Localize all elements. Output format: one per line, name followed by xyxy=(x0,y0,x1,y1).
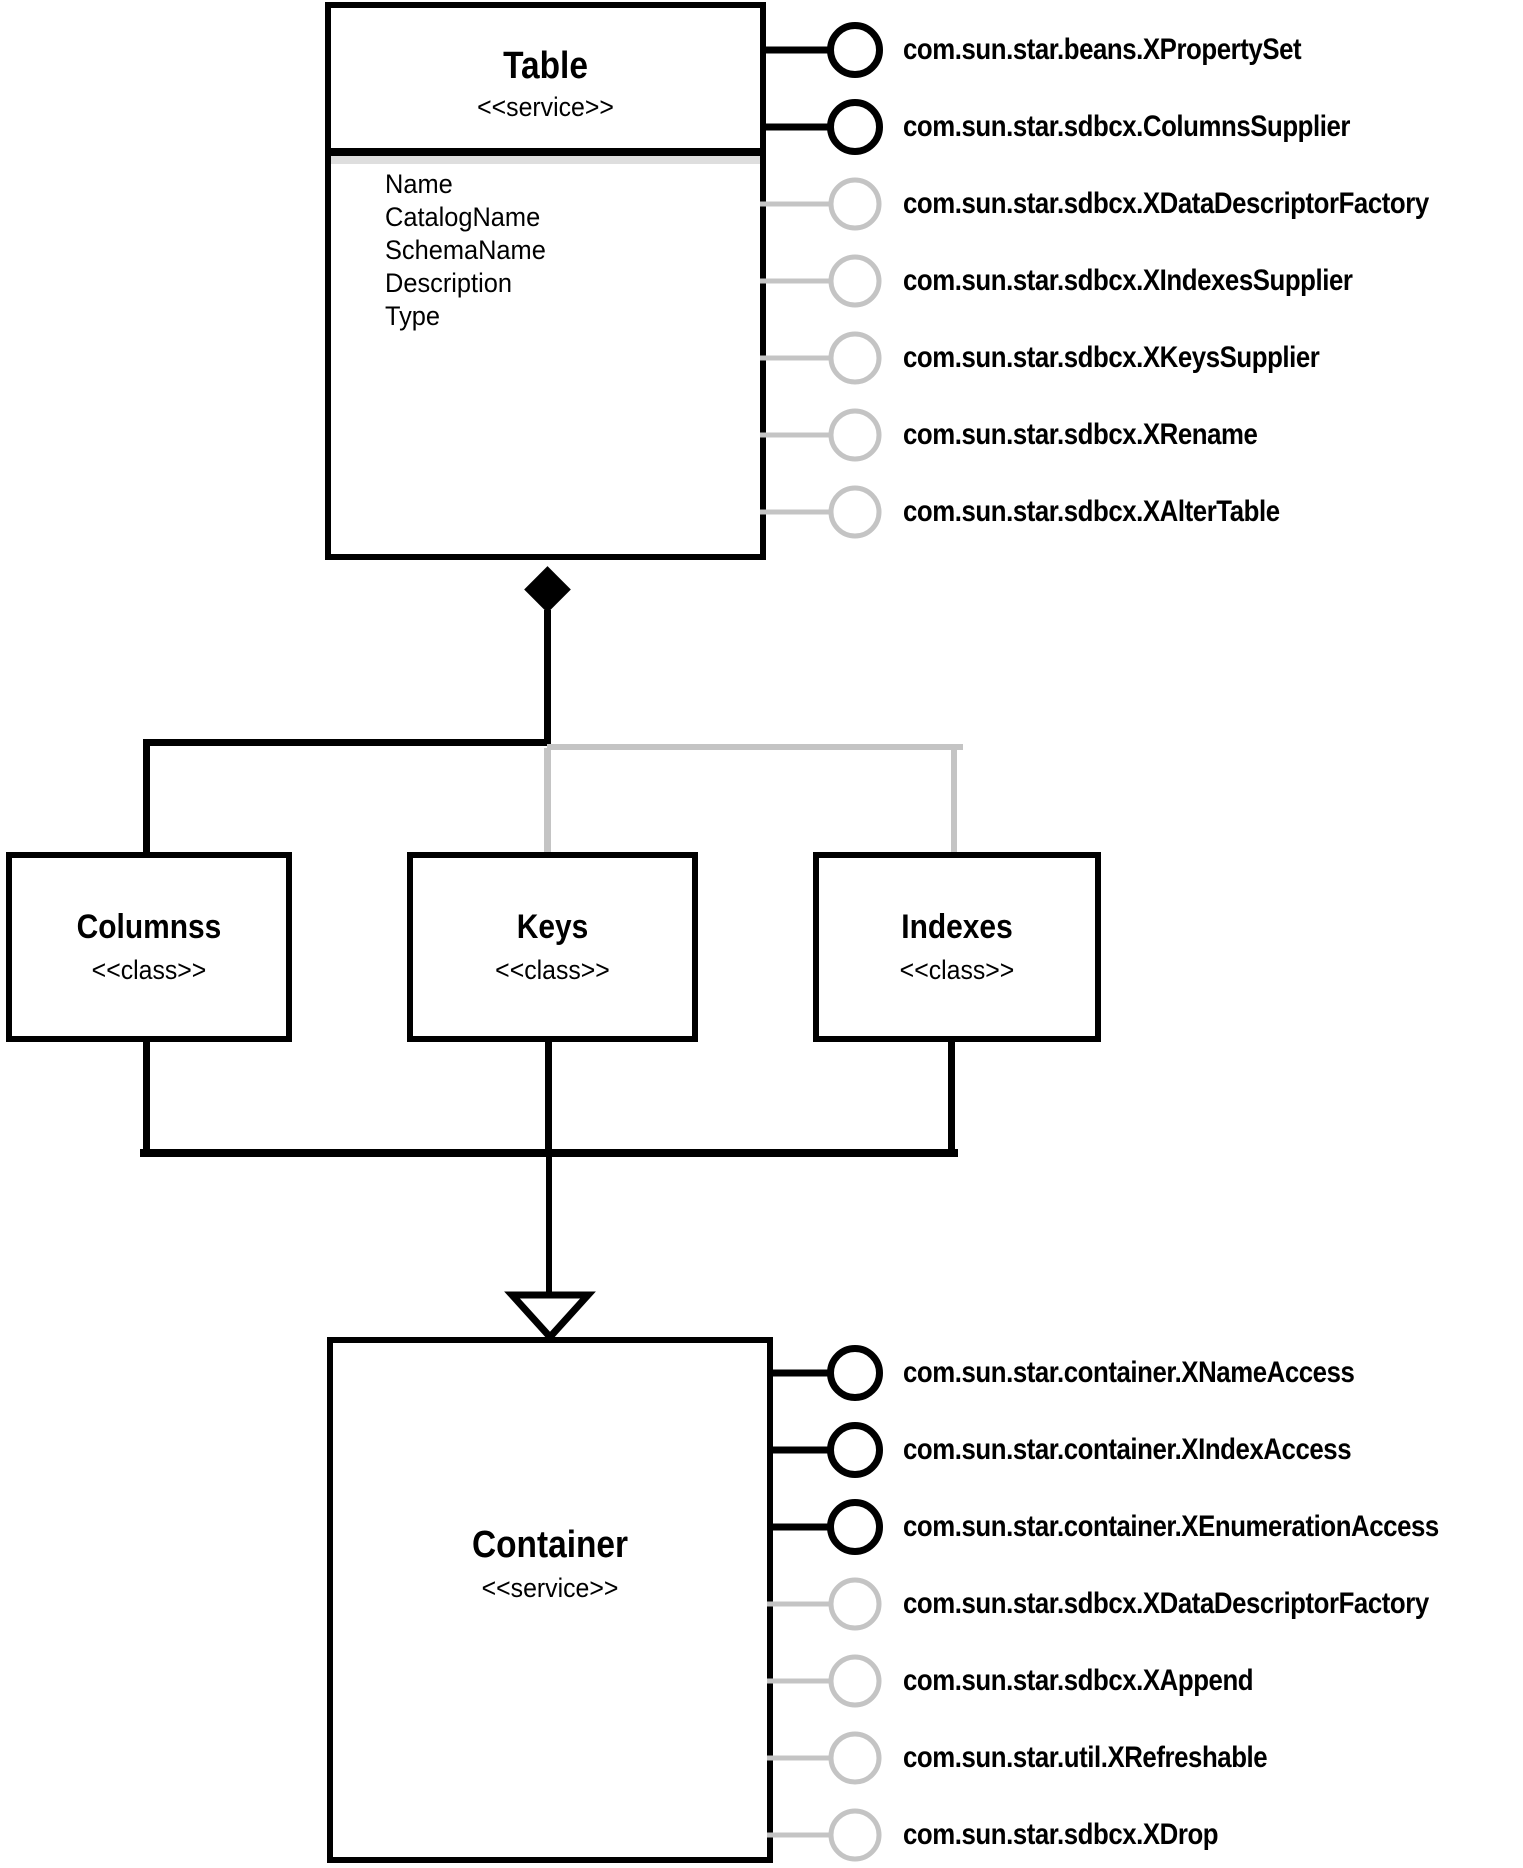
connector-merge-line xyxy=(140,1149,958,1157)
connector-line xyxy=(545,1040,552,1157)
interface-label: com.sun.star.sdbcx.XDrop xyxy=(903,1818,1219,1851)
interface-lollipop-icon xyxy=(828,1808,882,1862)
interface-label: com.sun.star.util.XRefreshable xyxy=(903,1741,1268,1774)
connector-line-optional xyxy=(547,744,963,750)
interface-lollipop-icon xyxy=(827,22,883,78)
interface-lollipop-icon xyxy=(827,1422,883,1478)
table-box-divider-shadow xyxy=(331,156,760,164)
lollipop-stem xyxy=(767,1755,832,1761)
lollipop-stem xyxy=(767,1832,832,1838)
table-attribute: Name xyxy=(385,169,453,199)
interface-lollipop-icon xyxy=(828,1654,882,1708)
lollipop-stem xyxy=(760,46,832,54)
table-attribute: SchemaName xyxy=(385,235,546,265)
lollipop-stem xyxy=(767,1601,832,1607)
connector-line xyxy=(948,1040,955,1152)
interface-label: com.sun.star.container.XEnumerationAcces… xyxy=(903,1510,1439,1543)
interface-lollipop-icon xyxy=(828,485,882,539)
columns-box-title: Columnss xyxy=(76,908,222,946)
table-box-divider xyxy=(331,148,760,156)
interface-label: com.sun.star.container.XNameAccess xyxy=(903,1356,1355,1389)
interface-lollipop-icon xyxy=(827,1499,883,1555)
table-attribute: CatalogName xyxy=(385,202,541,232)
lollipop-stem xyxy=(767,1678,832,1684)
interface-lollipop-icon xyxy=(828,408,882,462)
lollipop-stem xyxy=(767,1446,832,1454)
generalization-arrow-icon xyxy=(504,1291,596,1343)
keys-box-stereotype: <<class>> xyxy=(495,955,610,985)
connector-line xyxy=(143,739,150,852)
connector-line xyxy=(143,739,551,746)
interface-lollipop-icon xyxy=(827,1345,883,1401)
table-box-stereotype: <<service>> xyxy=(477,92,614,122)
interface-label: com.sun.star.sdbcx.ColumnsSupplier xyxy=(903,110,1351,143)
lollipop-stem xyxy=(767,1369,832,1377)
lollipop-stem xyxy=(760,509,832,515)
interface-label: com.sun.star.sdbcx.XIndexesSupplier xyxy=(903,264,1353,297)
interface-lollipop-icon xyxy=(828,254,882,308)
interface-label: com.sun.star.sdbcx.XKeysSupplier xyxy=(903,341,1320,374)
interface-label: com.sun.star.sdbcx.XAppend xyxy=(903,1664,1254,1697)
lollipop-stem xyxy=(760,123,832,131)
table-attribute: Description xyxy=(385,268,512,298)
connector-line xyxy=(544,610,551,745)
interface-label: com.sun.star.sdbcx.XDataDescriptorFactor… xyxy=(903,187,1429,220)
container-service-box: Container <<service>> xyxy=(327,1337,773,1863)
lollipop-stem xyxy=(760,432,832,438)
table-attributes: Name CatalogName SchemaName Description … xyxy=(385,168,556,333)
columns-class-box: Columnss <<class>> xyxy=(6,852,292,1042)
interface-label: com.sun.star.container.XIndexAccess xyxy=(903,1433,1352,1466)
indexes-class-box: Indexes <<class>> xyxy=(813,852,1101,1042)
table-box-title: Table xyxy=(503,45,588,87)
container-box-stereotype: <<service>> xyxy=(481,1573,619,1603)
interface-lollipop-icon xyxy=(827,99,883,155)
connector-line xyxy=(546,1157,552,1295)
columns-box-stereotype: <<class>> xyxy=(91,955,207,985)
container-box-title: Container xyxy=(471,1524,629,1566)
interface-label: com.sun.star.beans.XPropertySet xyxy=(903,33,1302,66)
connector-line-optional xyxy=(951,744,957,852)
lollipop-stem xyxy=(760,201,832,207)
interface-lollipop-icon xyxy=(828,177,882,231)
keys-box-title: Keys xyxy=(516,908,589,946)
interface-label: com.sun.star.sdbcx.XDataDescriptorFactor… xyxy=(903,1587,1429,1620)
interface-label: com.sun.star.sdbcx.XRename xyxy=(903,418,1258,451)
keys-class-box: Keys <<class>> xyxy=(407,852,698,1042)
table-service-box: Table <<service>> Name CatalogName Schem… xyxy=(325,2,766,560)
interface-lollipop-icon xyxy=(828,331,882,385)
connector-line-optional xyxy=(544,748,551,852)
indexes-box-title: Indexes xyxy=(901,908,1013,946)
lollipop-stem xyxy=(760,355,832,361)
lollipop-stem xyxy=(767,1523,832,1531)
connector-line xyxy=(143,1040,150,1152)
lollipop-stem xyxy=(760,278,832,284)
interface-lollipop-icon xyxy=(828,1577,882,1631)
interface-lollipop-icon xyxy=(828,1731,882,1785)
interface-label: com.sun.star.sdbcx.XAlterTable xyxy=(903,495,1280,528)
table-attribute: Type xyxy=(385,301,441,331)
indexes-box-stereotype: <<class>> xyxy=(899,955,1015,985)
